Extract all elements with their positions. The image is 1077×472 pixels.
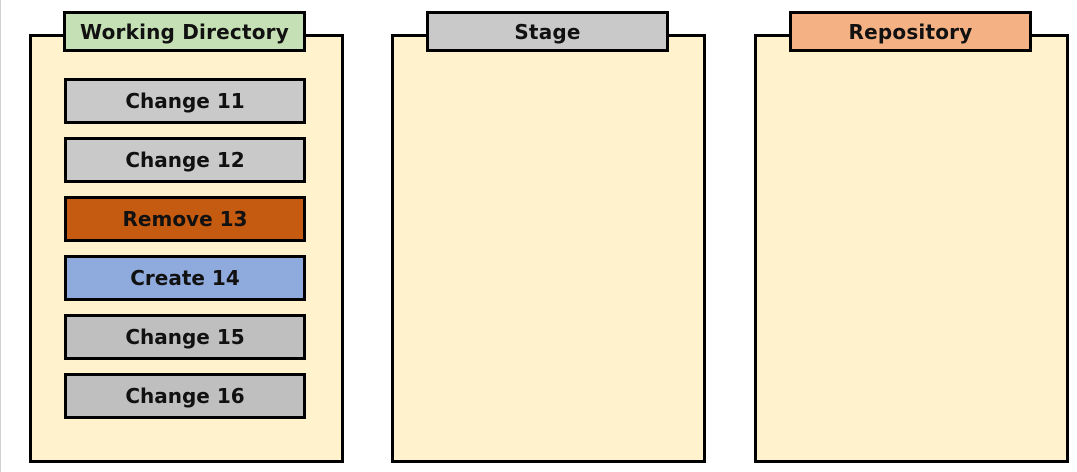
working-directory-header: Working Directory	[63, 11, 306, 52]
stage-panel	[391, 34, 706, 463]
remove-item: Remove 13	[64, 196, 306, 242]
left-divider	[0, 0, 1, 472]
change-item: Change 15	[64, 314, 306, 360]
create-item: Create 14	[64, 255, 306, 301]
stage-header: Stage	[426, 11, 669, 52]
change-item: Change 12	[64, 137, 306, 183]
change-item: Change 16	[64, 373, 306, 419]
change-item: Change 11	[64, 78, 306, 124]
repository-header: Repository	[789, 11, 1032, 52]
repository-panel	[754, 34, 1069, 463]
